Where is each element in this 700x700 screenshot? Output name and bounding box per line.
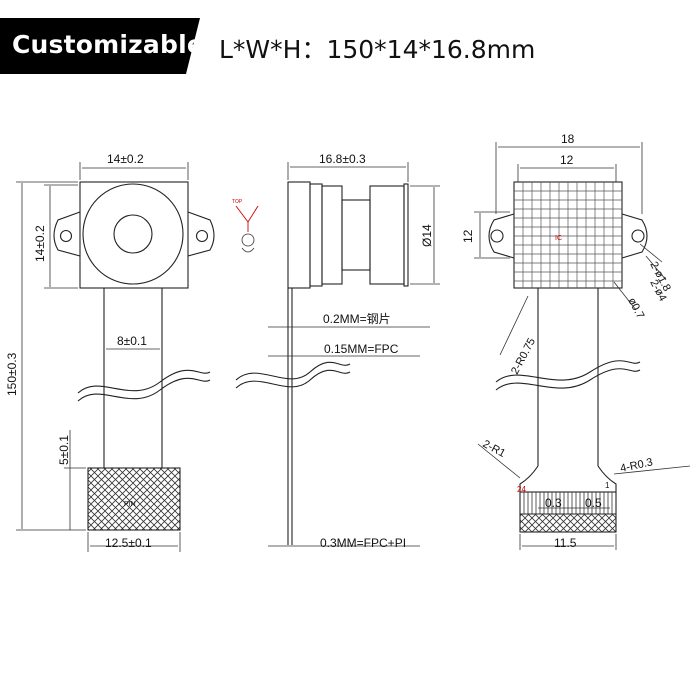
- front-connector: [87, 467, 181, 531]
- customizable-label: Customizable: [12, 30, 205, 59]
- customizable-tag: [0, 18, 200, 74]
- front-head-body: [79, 181, 189, 289]
- right-ear: [187, 211, 215, 257]
- layer-2-label: 0.15MM=FPC: [324, 342, 399, 356]
- front-view: PIN 14±0.2 14±0.2 150±0.3 8±0.1 5±0.1 12…: [5, 152, 215, 552]
- lens-inner: [113, 214, 153, 254]
- svg-text:PIN: PIN: [124, 501, 136, 508]
- layer-1-label: 0.2MM=钢片: [323, 312, 391, 326]
- left-ear-hole: [59, 229, 73, 243]
- front-total-length: 150±0.3: [5, 352, 19, 396]
- front-connector-width: 12.5±0.1: [105, 536, 152, 550]
- front-cable-width: 8±0.1: [117, 334, 147, 348]
- pin-1-label: 1: [605, 481, 610, 490]
- pitch-a-label: 0.3: [545, 496, 562, 510]
- back-height: 12: [461, 229, 475, 243]
- pin-dia-label: ø0.7: [625, 296, 646, 321]
- svg-text:IC: IC: [555, 235, 562, 242]
- right-ear-hole: [195, 229, 209, 243]
- orientation-symbol: TOP: [232, 199, 259, 253]
- sensor-grid: [514, 182, 622, 288]
- corner-r2-label: 4-R0.3: [619, 456, 654, 475]
- back-inner-width: 12: [560, 153, 574, 167]
- dimensions-text: L*W*H：150*14*16.8mm: [219, 35, 536, 64]
- svg-text:TOP: TOP: [232, 199, 243, 205]
- front-connector-height: 5±0.1: [57, 435, 71, 465]
- back-outer-width: 18: [561, 132, 575, 146]
- lens-outer: [82, 183, 184, 285]
- layer-3-label: 0.3MM=FPC+PI: [320, 536, 406, 550]
- left-ear: [53, 211, 81, 257]
- side-lens-length: 16.8±0.3: [319, 152, 366, 166]
- back-view: IC 24 1: [461, 132, 691, 550]
- hole-radius-label: 2-R0.75: [509, 336, 538, 376]
- side-view: 16.8±0.3 Ø14 0.2MM=钢片 0.15MM=FPC 0.3MM=F…: [235, 152, 440, 550]
- pitch-b-label: 0.5: [585, 496, 602, 510]
- header-banner: Customizable L*W*H：150*14*16.8mm: [0, 0, 700, 95]
- side-lens-diameter: Ø14: [420, 224, 434, 247]
- pin-24-label: 24: [517, 485, 526, 494]
- back-connector-width: 11.5: [554, 536, 577, 550]
- front-width-top: 14±0.2: [107, 152, 144, 166]
- front-head-height: 14±0.2: [33, 225, 47, 262]
